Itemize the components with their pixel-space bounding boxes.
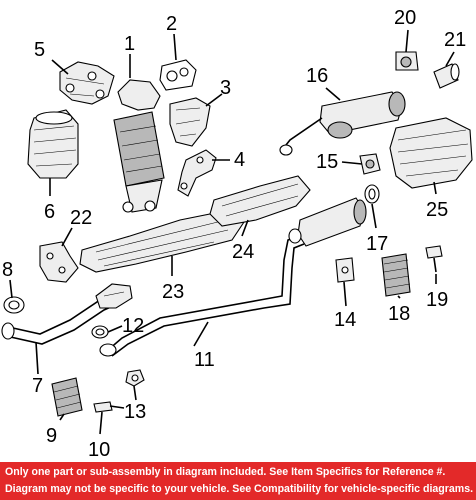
- part-6-manifold-shield: [27, 109, 79, 179]
- part-25-muffler-shield: [389, 117, 473, 189]
- part-5-manifold-cover: [59, 61, 115, 105]
- callout-25: 25: [426, 199, 448, 221]
- part-14-hanger-rubber: [335, 257, 355, 283]
- callout-10: 10: [88, 439, 110, 461]
- callout-19: 19: [426, 289, 448, 311]
- part-4-bracket: [177, 149, 217, 197]
- part-13-nut: [125, 369, 145, 387]
- callout-21: 21: [444, 29, 466, 51]
- callout-16: 16: [306, 65, 328, 87]
- callout-23: 23: [162, 281, 184, 303]
- callout-4: 4: [234, 149, 245, 171]
- callout-11: 11: [194, 349, 215, 371]
- part-23-floor-heat-shield: [79, 209, 245, 273]
- part-24-center-heat-shield: [209, 175, 311, 227]
- disclaimer-line-2: Diagram may not be specific to your vehi…: [5, 483, 474, 495]
- exhaust-parts-diagram: 1 2 3 4 5 6 7 8 9 10 11 12 13 14 15 16 1…: [1, 7, 473, 461]
- part-16-muffler: [279, 91, 406, 156]
- part-20-mount-rubber: [395, 51, 419, 71]
- callout-24: 24: [232, 241, 254, 263]
- callout-9: 9: [46, 425, 57, 447]
- disclaimer-banner: Only one part or sub-assembly in diagram…: [0, 462, 476, 500]
- callout-20: 20: [394, 7, 416, 29]
- callout-17: 17: [366, 233, 388, 255]
- part-18-flex-joint: [381, 253, 411, 297]
- part-12-gasket: [91, 325, 117, 357]
- part-1-catalytic-converter: [113, 79, 165, 213]
- part-22-stay: [39, 241, 79, 283]
- part-10-bolt: [93, 401, 125, 413]
- callout-8: 8: [2, 259, 13, 281]
- callout-1: 1: [124, 33, 135, 55]
- part-9-flex-pipe: [51, 377, 83, 417]
- part-7-front-pipe: [1, 283, 133, 345]
- part-center-silencer: [107, 197, 367, 357]
- callout-12: 12: [122, 315, 144, 337]
- callout-2: 2: [166, 13, 177, 35]
- part-8-gasket: [3, 296, 25, 314]
- callout-15: 15: [316, 151, 338, 173]
- part-21-finisher: [433, 63, 460, 89]
- part-2-gasket: [159, 59, 197, 91]
- leader-lines: [9, 29, 455, 435]
- part-17-gasket-ring: [364, 184, 380, 204]
- disclaimer-line-1: Only one part or sub-assembly in diagram…: [5, 466, 446, 478]
- callout-14: 14: [334, 309, 356, 331]
- callout-6: 6: [44, 201, 55, 223]
- callout-13: 13: [124, 401, 146, 423]
- part-19-bolt: [425, 245, 443, 273]
- callout-5: 5: [34, 39, 45, 61]
- part-3-heat-shield: [169, 97, 211, 147]
- part-15-hanger: [359, 153, 381, 175]
- callout-numbers: 1 2 3 4 5 6 7 8 9 10 11 12 13 14 15 16 1…: [2, 7, 466, 461]
- callout-7: 7: [32, 375, 43, 397]
- callout-18: 18: [388, 303, 410, 325]
- callout-22: 22: [70, 207, 92, 229]
- callout-3: 3: [220, 77, 231, 99]
